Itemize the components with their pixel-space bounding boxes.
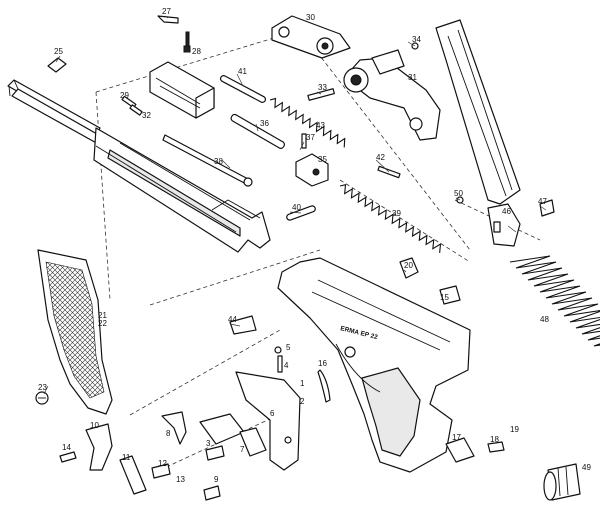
rods-and-springs (162, 75, 442, 254)
callout-22: 22 (98, 319, 107, 328)
callout-49: 49 (582, 463, 591, 472)
callout-15: 15 (440, 293, 449, 302)
callout-10: 10 (90, 421, 99, 430)
callout-17: 17 (452, 433, 461, 442)
callout-42: 42 (376, 153, 385, 162)
callout-5: 5 (286, 343, 291, 352)
callout-1: 1 (300, 379, 305, 388)
toggle-link-assembly (271, 15, 441, 141)
callout-48: 48 (540, 315, 549, 324)
callout-12: 12 (158, 459, 167, 468)
callout-20: 20 (404, 261, 413, 270)
callout-35: 35 (318, 155, 327, 164)
small-pins (47, 15, 179, 116)
callout-19: 19 (510, 425, 519, 434)
callout-31: 31 (408, 73, 417, 82)
callout-44: 44 (228, 315, 237, 324)
callout-14: 14 (62, 443, 71, 452)
trigger-group (59, 315, 505, 501)
callouts: 27 28 30 34 31 25 41 33 29 32 36 43 37 3… (38, 7, 591, 484)
callout-46: 46 (502, 207, 511, 216)
callout-9: 9 (214, 475, 219, 484)
callout-27: 27 (162, 7, 171, 16)
callout-16: 16 (318, 359, 327, 368)
callout-28: 28 (192, 47, 201, 56)
callout-40: 40 (292, 203, 301, 212)
callout-18: 18 (490, 435, 499, 444)
callout-21: 21 (98, 311, 107, 320)
callout-38: 38 (214, 157, 223, 166)
callout-30: 30 (306, 13, 315, 22)
callout-29: 29 (120, 91, 129, 100)
leader-lines (43, 15, 547, 395)
bolt-block (149, 31, 215, 119)
callout-50: 50 (454, 189, 463, 198)
callout-8: 8 (166, 429, 171, 438)
callout-41: 41 (238, 67, 247, 76)
barrel-assembly (7, 79, 271, 253)
callout-7: 7 (240, 445, 245, 454)
magazine (435, 19, 600, 501)
callout-33: 33 (318, 83, 327, 92)
callout-4: 4 (284, 361, 289, 370)
callout-47: 47 (538, 197, 547, 206)
callout-3: 3 (206, 439, 211, 448)
callout-37: 37 (306, 133, 315, 142)
callout-23: 23 (38, 383, 47, 392)
frame: ERMA EP 22 (277, 257, 471, 473)
callout-43: 43 (316, 121, 325, 130)
callout-36: 36 (260, 119, 269, 128)
grip-panel (35, 249, 113, 415)
callout-13: 13 (176, 475, 185, 484)
callout-39: 39 (392, 209, 401, 218)
callout-2: 2 (300, 397, 305, 406)
callout-34: 34 (412, 35, 421, 44)
callout-11: 11 (122, 453, 131, 462)
callout-32: 32 (142, 111, 151, 120)
callout-6: 6 (270, 409, 275, 418)
callout-25: 25 (54, 47, 63, 56)
